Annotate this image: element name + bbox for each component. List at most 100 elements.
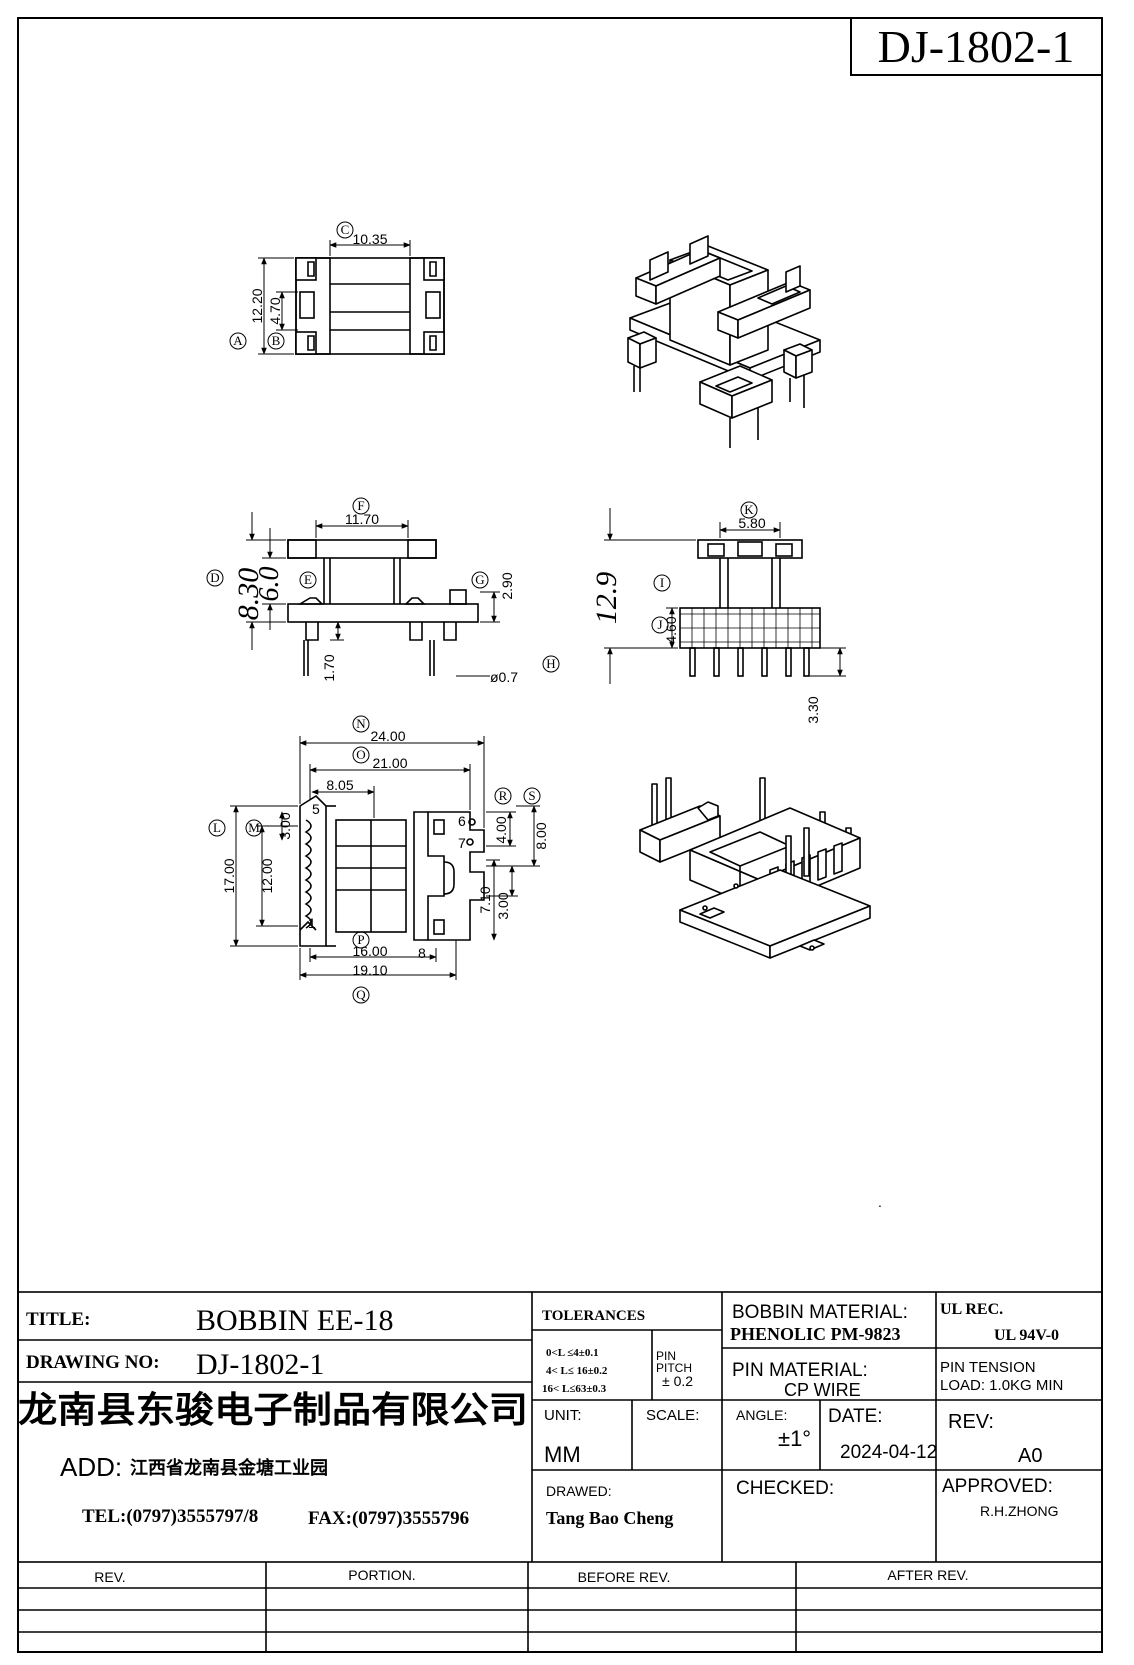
- revision-table-headers: REV. PORTION. BEFORE REV. AFTER REV.: [94, 1567, 968, 1585]
- dim-u: 3.00: [495, 892, 511, 919]
- dim-d: 8.30: [232, 568, 265, 621]
- before-rev-header: BEFORE REV.: [578, 1569, 671, 1585]
- balloon-g: G: [475, 572, 484, 587]
- pin-pitch-value: ± 0.2: [662, 1373, 693, 1389]
- unit-label: UNIT:: [544, 1407, 582, 1424]
- ul-value: UL 94V-0: [994, 1327, 1059, 1344]
- front-view-labels: F 11.70 D 8.30 E 6.0 G 2.90 H ø0.7 1.70: [206, 497, 560, 685]
- pin-label-8: 8: [418, 945, 426, 961]
- balloon-c: C: [341, 222, 350, 237]
- approved-label: APPROVED:: [942, 1476, 1053, 1497]
- title-value: BOBBIN EE-18: [196, 1304, 394, 1337]
- dim-s: 8.00: [533, 822, 549, 849]
- dim-r: 4.00: [493, 816, 509, 843]
- top-view-labels: C 10.35 A 12.20 B 4.70: [229, 221, 388, 350]
- pin-label-5: 5: [312, 801, 320, 817]
- tol-line-1: 0<L ≤4±0.1: [546, 1347, 599, 1359]
- dim-k: 5.80: [738, 515, 765, 531]
- company-name: 龙南县东骏电子制品有限公司: [18, 1389, 528, 1430]
- after-rev-header: AFTER REV.: [887, 1567, 968, 1583]
- rev-label: REV:: [948, 1411, 994, 1433]
- bottom-view: [230, 736, 540, 980]
- dim-o: 21.00: [372, 755, 407, 771]
- dim-g: 2.90: [499, 572, 515, 599]
- balloon-r: R: [499, 788, 508, 803]
- dim-a: 12.20: [249, 288, 265, 323]
- balloon-a: A: [233, 333, 243, 348]
- dim-m: 12.00: [259, 858, 275, 893]
- checked-label: CHECKED:: [736, 1478, 834, 1499]
- balloon-d: D: [210, 570, 219, 585]
- title-block: [17, 1291, 1103, 1563]
- balloon-j: J: [657, 617, 662, 632]
- unit-value: MM: [544, 1442, 581, 1467]
- side-view-labels: K 5.80 I 12.9 J 4.60 3.30: [590, 501, 821, 724]
- balloon-l: L: [213, 820, 221, 835]
- tol-line-2: 4< L≤ 16±0.2: [546, 1365, 608, 1377]
- dim-m2: 8.05: [326, 777, 353, 793]
- dim-p: 16.00: [352, 943, 387, 959]
- angle-label: ANGLE:: [736, 1407, 787, 1423]
- dim-pin-front: 1.70: [321, 654, 337, 681]
- portion-header: PORTION.: [348, 1567, 415, 1583]
- balloon-s: S: [528, 788, 535, 803]
- ul-label: UL REC.: [940, 1301, 1003, 1318]
- angle-value: ±1°: [778, 1426, 811, 1451]
- drawing-no-label: DRAWING NO:: [26, 1352, 160, 1373]
- dim-l: 17.00: [221, 858, 237, 893]
- title-block-text: TITLE: BOBBIN EE-18 DRAWING NO: DJ-1802-…: [18, 1301, 1063, 1529]
- stray-dot: .: [878, 1194, 882, 1210]
- drawing-number-box: DJ-1802-1: [850, 17, 1103, 76]
- bottom-view-labels: N 24.00 O 21.00 8.05 L 17.00 M 12.00 3.0…: [208, 715, 549, 1004]
- bobbin-material-value: PHENOLIC PM-9823: [730, 1324, 901, 1344]
- rev-value: A0: [1018, 1445, 1042, 1467]
- balloon-p: P: [357, 932, 364, 947]
- balloon-i: I: [660, 575, 664, 590]
- balloon-h: H: [546, 656, 555, 671]
- pin-material-label: PIN MATERIAL:: [732, 1360, 868, 1381]
- dim-e: 6.0: [254, 567, 285, 602]
- balloon-n: N: [356, 716, 366, 731]
- drawed-label: DRAWED:: [546, 1483, 612, 1499]
- dim-pin-side: 3.30: [805, 696, 821, 723]
- isometric-view-2: [639, 777, 871, 959]
- pin-label-6: 6: [458, 813, 466, 829]
- revision-table: [18, 1562, 1102, 1652]
- drawing-no-value: DJ-1802-1: [196, 1348, 324, 1381]
- drawed-value: Tang Bao Cheng: [546, 1508, 673, 1528]
- bobbin-material-label: BOBBIN MATERIAL:: [732, 1302, 908, 1323]
- pin-pitch-label-2: PITCH: [656, 1361, 692, 1375]
- side-view: [604, 508, 846, 684]
- tel: TEL:(0797)3555797/8: [82, 1506, 258, 1527]
- pin-tension-label: PIN TENSION: [940, 1359, 1036, 1376]
- pin-label-7: 7: [458, 835, 466, 851]
- balloon-o: O: [356, 747, 365, 762]
- address: 江西省龙南县金塘工业园: [130, 1457, 328, 1478]
- title-label: TITLE:: [26, 1309, 90, 1330]
- isometric-view-1: [627, 235, 821, 448]
- balloon-q: Q: [356, 987, 366, 1002]
- pin-tension-value: LOAD: 1.0KG MIN: [940, 1377, 1063, 1394]
- pin-label-1: 1: [308, 915, 316, 931]
- balloon-k: K: [744, 502, 754, 517]
- dim-j: 4.60: [663, 616, 679, 643]
- pin-pitch-label-1: PIN: [656, 1349, 676, 1363]
- pin-material-value: CP WIRE: [784, 1380, 861, 1400]
- dim-b: 4.70: [267, 297, 283, 324]
- dim-i: 12.9: [590, 572, 623, 625]
- approved-value: R.H.ZHONG: [980, 1503, 1059, 1519]
- fax: FAX:(0797)3555796: [308, 1508, 469, 1529]
- scale-label: SCALE:: [646, 1407, 699, 1424]
- balloon-b: B: [272, 333, 281, 348]
- dim-n: 24.00: [370, 728, 405, 744]
- balloon-m: M: [248, 820, 260, 835]
- tolerances-label: TOLERANCES: [542, 1308, 645, 1324]
- rev-header: REV.: [94, 1569, 125, 1585]
- balloon-f: F: [357, 498, 364, 513]
- date-value: 2024-04-12: [840, 1442, 937, 1463]
- dim-c: 10.35: [352, 231, 387, 247]
- front-view: [246, 512, 500, 677]
- sheet-border: [17, 17, 1103, 1653]
- dim-h: ø0.7: [490, 669, 518, 685]
